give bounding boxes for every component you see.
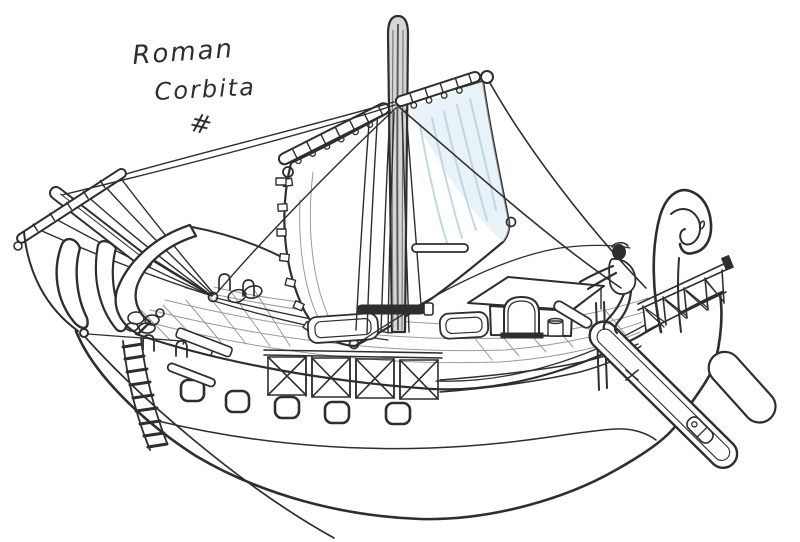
backstay: [398, 106, 622, 289]
ladder-rungs: [121, 342, 169, 449]
swan-head-curl: [670, 208, 702, 246]
gangway-plank: [175, 327, 233, 358]
coil-block: [227, 284, 263, 304]
yard-brace: [489, 82, 647, 289]
steering-gear: [553, 300, 777, 469]
stem-fin: [55, 237, 89, 330]
bulwark-posts: [142, 334, 188, 358]
main-yard: [275, 70, 494, 186]
rope-coils: [125, 308, 165, 334]
deckhouse-door-sill: [500, 332, 544, 339]
artemon-halyard-ring: [13, 241, 23, 251]
waterline: [157, 420, 657, 450]
bow-stem: [23, 223, 335, 539]
x-panel: [355, 358, 395, 399]
deckhouse-door-inner: [507, 300, 536, 336]
tiller-bar: [553, 300, 593, 329]
lower-cleat: [356, 302, 434, 316]
porthole: [224, 389, 251, 414]
bucket: [547, 317, 564, 337]
running-rigging: [356, 82, 647, 345]
swan-eye: [698, 220, 706, 230]
rail-end-cap: [720, 254, 734, 271]
yard-port-tab: [275, 177, 287, 186]
sailor-arm: [578, 264, 615, 284]
sailor-torso: [608, 258, 637, 296]
sail-shade-strokes: [419, 98, 497, 247]
forestays: [61, 101, 397, 295]
title-line-1: Roman: [131, 34, 235, 71]
deckhouse-door-arch: [503, 296, 540, 336]
sailor-leg: [614, 289, 633, 335]
yard-port-arm: [277, 102, 391, 166]
upper-cleat: [411, 243, 469, 253]
bow-knob: [79, 328, 89, 338]
stern-railing: [637, 254, 734, 332]
x-panel: [399, 359, 439, 400]
sail-fold: [299, 199, 323, 326]
deck-fittings: [125, 273, 263, 388]
main-sheet: [356, 244, 631, 345]
hash-mark: #: [186, 108, 216, 143]
x-panel: [267, 356, 307, 396]
artemon-yard: [16, 167, 127, 244]
bow-mooring-line: [87, 333, 183, 342]
rope-ladder: [121, 337, 169, 451]
yard-loops: [294, 86, 463, 165]
porthole: [384, 401, 412, 426]
far-steering-oar: [707, 350, 777, 424]
yard-tip-ring: [480, 70, 494, 84]
stem-outer-curve: [23, 231, 79, 332]
railing-x-panels: [263, 349, 443, 400]
title-line-2: Corbita: [154, 73, 257, 106]
swan-neck-outline: [652, 188, 713, 334]
anchor-rope: [85, 337, 335, 539]
deck-hatches: [306, 311, 490, 344]
spare-spar: [166, 362, 216, 388]
porthole: [273, 395, 301, 420]
porthole: [323, 400, 351, 425]
deck-hatch: [306, 312, 380, 344]
handwritten-title: Roman Corbita #: [131, 34, 256, 143]
artemon-block-ring: [207, 291, 219, 303]
sailor-leg: [602, 292, 626, 331]
artemon-yard-windings: [32, 179, 106, 232]
deck-hatch: [438, 311, 490, 340]
deckhouse: [467, 276, 605, 339]
sailor-arm: [586, 271, 618, 291]
sail-leech-ring: [505, 216, 517, 228]
deckhouse-side: [571, 287, 602, 312]
swan-neck-inner-line: [676, 257, 682, 333]
oar-clamp: [686, 416, 714, 444]
yard-starboard-arm: [394, 70, 482, 108]
forecastle-bulwark: [114, 223, 198, 336]
yard-windings: [292, 73, 473, 159]
yard-port-ring: [282, 166, 294, 178]
portholes: [179, 378, 412, 426]
oar-lashing-x: [625, 369, 639, 381]
mainsail-shaded-panel: [409, 81, 510, 242]
